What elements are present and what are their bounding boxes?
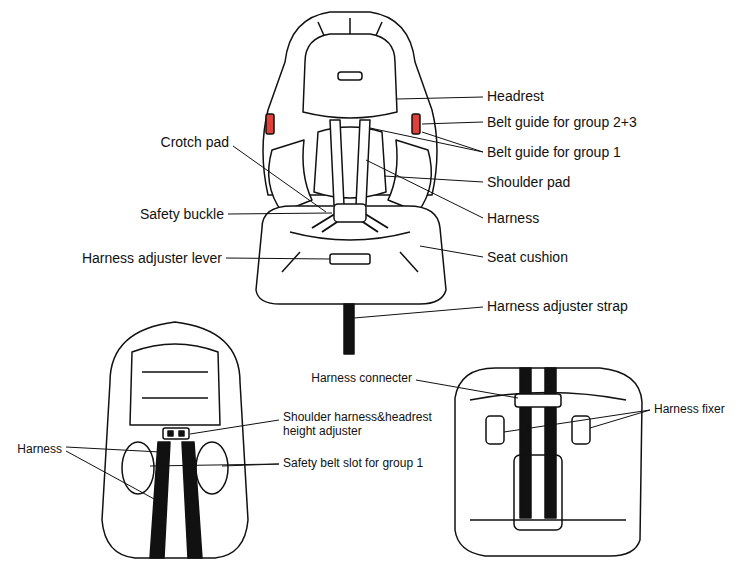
- seat-inner-lines: [142, 372, 208, 398]
- leader-line: [420, 246, 483, 257]
- leader-line: [370, 128, 483, 152]
- adjuster-strap: [344, 304, 354, 354]
- harness-straps: [150, 442, 202, 558]
- seat-headrest: [130, 344, 220, 425]
- leader-lines: [66, 97, 650, 500]
- harness-connector: [515, 394, 561, 407]
- seat-shell: [102, 322, 248, 558]
- part-label: Safety belt slot for group 1: [283, 456, 423, 470]
- belt-guide-red: [412, 114, 420, 134]
- height-adjuster: [163, 428, 189, 439]
- leader-line: [366, 160, 483, 218]
- side-cushion: [196, 442, 228, 494]
- part-label: Crotch pad: [161, 134, 229, 151]
- part-label: Harness: [17, 442, 62, 456]
- leader-line: [150, 464, 279, 466]
- part-label: Harness fixer: [654, 402, 725, 416]
- headrest: [303, 34, 397, 118]
- adjuster-lever: [330, 254, 370, 264]
- harness-strap: [545, 368, 556, 518]
- seat-shell: [455, 368, 642, 556]
- part-label: Safety buckle: [140, 206, 224, 223]
- leader-line: [228, 213, 332, 214]
- part-label: Harness connecter: [311, 371, 412, 385]
- back-plate: [514, 455, 562, 530]
- leader-line: [233, 146, 326, 212]
- adjuster-dot: [168, 431, 173, 436]
- harness-straps: [330, 120, 370, 205]
- part-label: Harness adjuster lever: [82, 250, 222, 267]
- back-view-seat: [455, 368, 642, 556]
- harness-fixer: [486, 416, 504, 444]
- leader-line: [354, 307, 483, 318]
- leader-line: [66, 447, 160, 500]
- headrest-slot: [338, 72, 362, 80]
- leader-line: [422, 122, 483, 124]
- part-label: Seat cushion: [487, 249, 568, 266]
- part-label: Harness: [487, 210, 539, 227]
- shoulder-pad: [314, 127, 386, 198]
- belt-guide-red: [266, 114, 274, 134]
- part-label: Belt guide for group 2+3: [487, 114, 637, 131]
- leader-line: [397, 97, 483, 99]
- side-view-seat: [102, 322, 248, 558]
- part-label: Shoulder harness&headrest height adjuste…: [283, 410, 453, 439]
- harness-strap: [520, 368, 531, 518]
- leader-line: [416, 380, 518, 398]
- part-label: Headrest: [487, 88, 544, 105]
- leader-line: [190, 420, 279, 434]
- seat-inner-lines: [282, 232, 418, 272]
- part-label: Belt guide for group 1: [487, 144, 621, 161]
- leader-line: [384, 176, 483, 182]
- leader-line: [226, 258, 330, 259]
- leader-line: [504, 410, 650, 432]
- part-label: Harness adjuster strap: [487, 298, 628, 315]
- part-label: Shoulder pad: [487, 174, 570, 191]
- adjuster-dot: [179, 431, 184, 436]
- safety-buckle: [334, 204, 366, 222]
